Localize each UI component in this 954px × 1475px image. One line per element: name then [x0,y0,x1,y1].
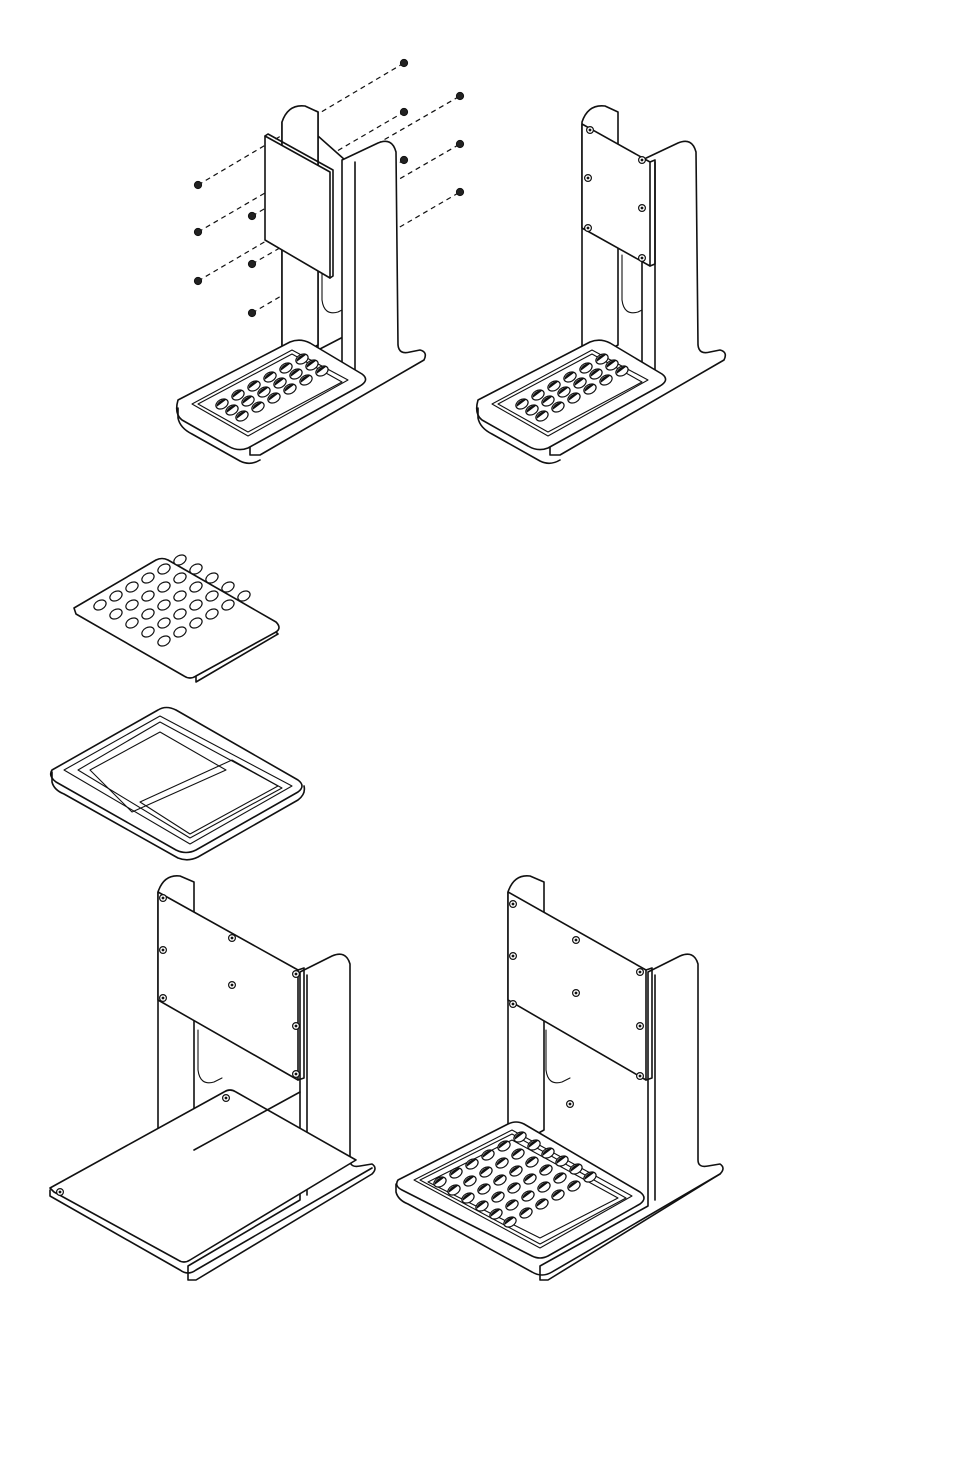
screw-icon [456,140,463,147]
view-large-stand-with-rack [396,876,723,1280]
drip-tray-outer [51,708,302,853]
bolt-center-icon [589,129,592,132]
bolt-center-icon [162,949,165,952]
bolt-center-icon [575,992,578,995]
bolt-center-icon [575,939,578,942]
bolt-center-icon [59,1191,62,1194]
bolt-center-icon [639,1075,642,1078]
screw-icon [194,181,201,188]
bolt-center-icon [587,227,590,230]
bolt-center-icon [641,257,644,260]
bolt-center-icon [162,897,165,900]
bolt-center-icon [641,159,644,162]
bolt-center-icon [231,937,234,940]
bolt-center-icon [639,1025,642,1028]
bolt-center-icon [295,1025,298,1028]
bolt-center-icon [512,1003,515,1006]
screw-icon [400,156,407,163]
screw-icon [400,108,407,115]
view-drip-tray [51,708,305,860]
bolt-center-icon [295,973,298,976]
bolt-center-icon [162,997,165,1000]
screw-icon [248,260,255,267]
screw-icon [248,212,255,219]
bolt-center-icon [587,177,590,180]
bolt-center-icon [512,903,515,906]
view-large-stand-empty [50,876,375,1280]
bolt-center-icon [639,971,642,974]
view-assembled-small-stand [477,106,726,463]
bolt-center-icon [231,984,234,987]
screw-icon [400,59,407,66]
screw-icon [248,309,255,316]
bolt-center-icon [641,207,644,210]
screw-icon [456,188,463,195]
bolt-center-icon [512,955,515,958]
screw-icon [456,92,463,99]
bolt-center-icon [295,1073,298,1076]
screw-icon [194,277,201,284]
bolt-center-icon [225,1097,228,1100]
bolt-center-icon [569,1103,572,1106]
screw-icon [194,228,201,235]
